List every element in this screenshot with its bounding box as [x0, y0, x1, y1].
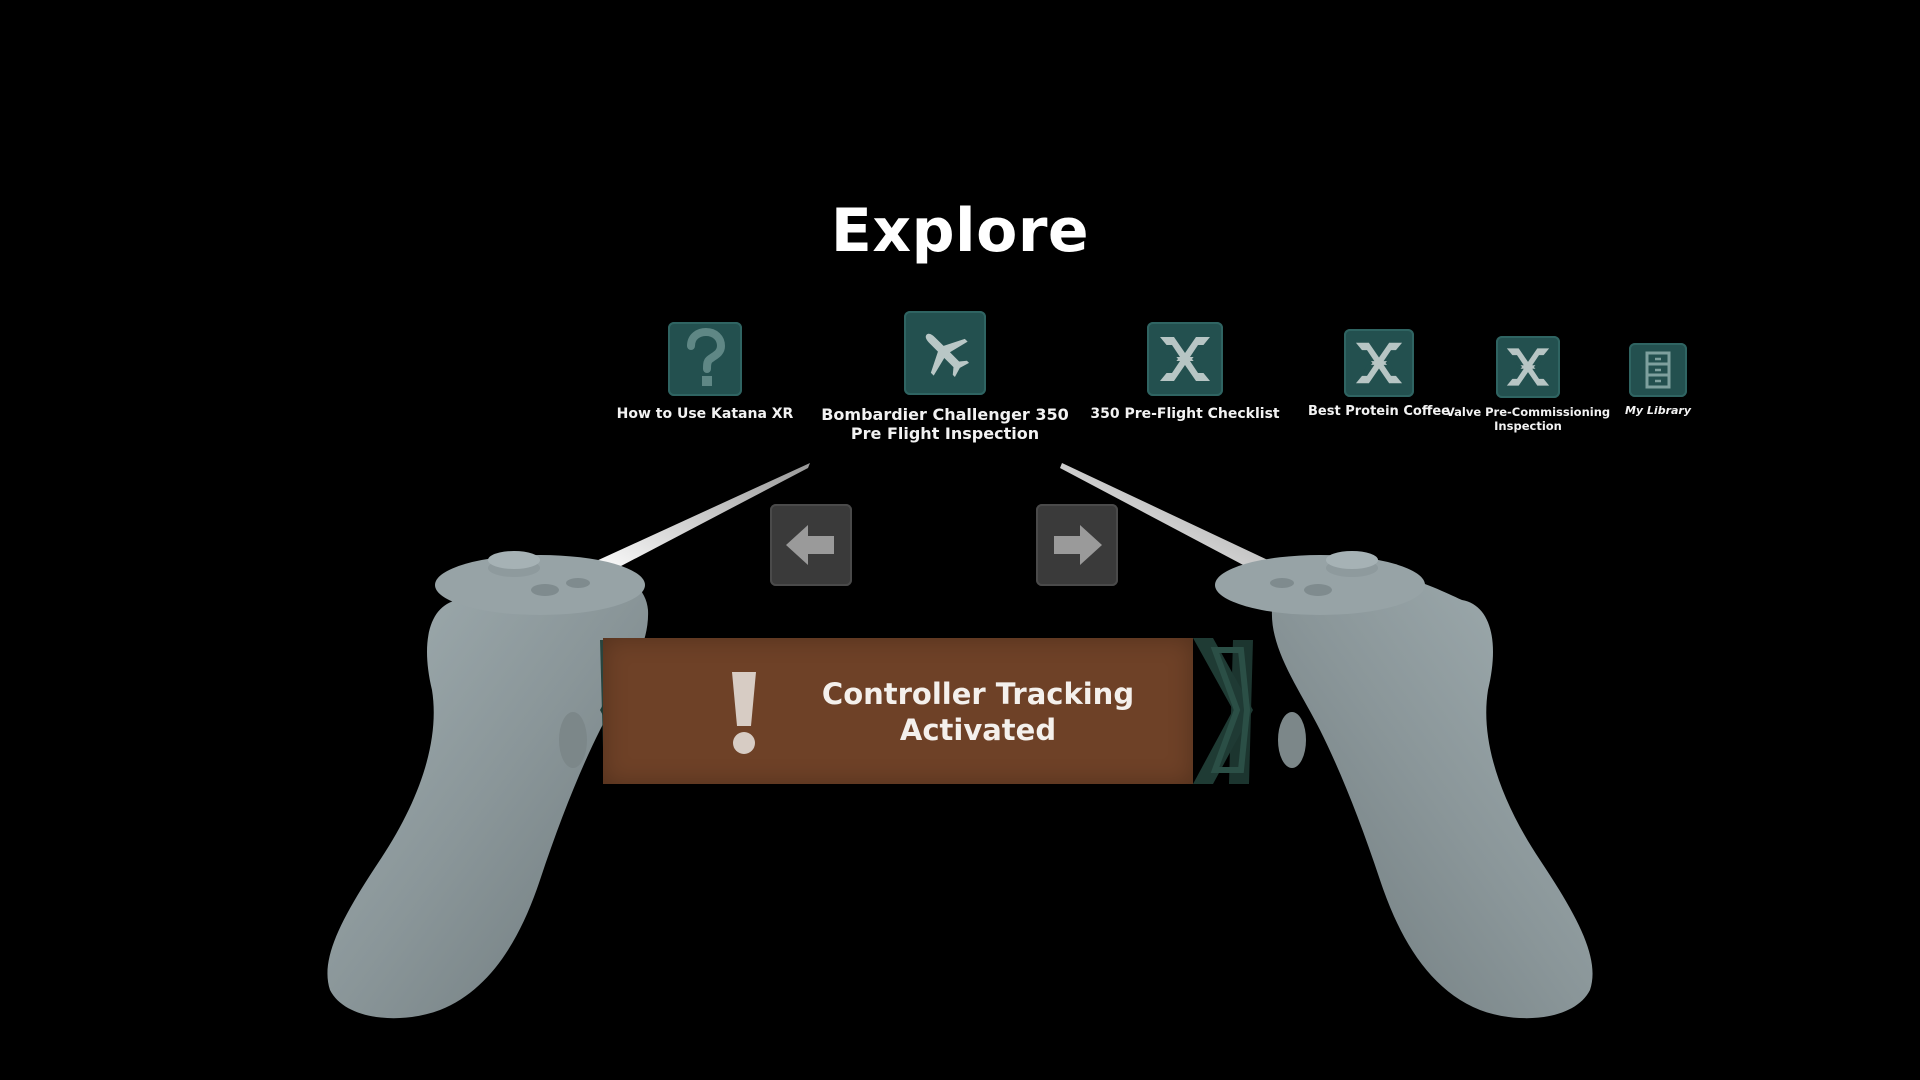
left-pointer-ray: [594, 463, 810, 576]
app-label-line-1: Bombardier Challenger 350: [821, 405, 1069, 424]
app-label-line-1: Valve Pre-Commissioning: [1445, 405, 1611, 419]
app-tile-valve-inspection[interactable]: Valve Pre-Commissioning Inspection: [1446, 336, 1610, 434]
exclamation-icon: [732, 672, 756, 754]
question-icon: [668, 322, 742, 396]
app-tile-my-library[interactable]: My Library: [1610, 343, 1706, 417]
katana-logo-icon: [1147, 322, 1223, 396]
app-label: My Library: [1624, 404, 1692, 417]
app-label: 350 Pre-Flight Checklist: [1090, 406, 1280, 422]
arrow-right-icon: [1054, 525, 1102, 565]
app-label-line-2: Inspection: [1494, 418, 1562, 433]
library-icon: [1629, 343, 1687, 397]
left-controller: [327, 551, 649, 1019]
app-label-line-2: Pre Flight Inspection: [850, 424, 1040, 444]
controller-tracking-notification: Controller Tracking Activated: [603, 638, 1193, 784]
app-label: How to Use Katana XR: [616, 406, 794, 422]
next-page-button[interactable]: [1036, 504, 1118, 586]
katana-logo-icon: [1344, 329, 1414, 397]
app-label: Best Protein Coffee: [1308, 404, 1450, 419]
right-pointer-ray: [1060, 463, 1272, 576]
app-tile-best-protein-coffee[interactable]: Best Protein Coffee: [1297, 329, 1461, 420]
notification-line-1: Controller Tracking: [821, 677, 1135, 711]
notification-message: Controller Tracking Activated: [763, 676, 1193, 748]
app-tile-how-to-use[interactable]: How to Use Katana XR: [600, 322, 810, 423]
arrow-left-icon: [786, 525, 834, 565]
app-tile-bombardier[interactable]: Bombardier Challenger 350 Pre Flight Ins…: [815, 311, 1075, 443]
katana-logo-icon: [1496, 336, 1560, 398]
right-controller: [1215, 551, 1593, 1019]
app-tile-350-checklist[interactable]: 350 Pre-Flight Checklist: [1080, 322, 1290, 423]
banner-right-bracket: [1193, 638, 1253, 784]
notification-line-2: Activated: [899, 713, 1057, 747]
page-title: Explore: [830, 196, 1090, 266]
airplane-icon: [904, 311, 986, 395]
previous-page-button[interactable]: [770, 504, 852, 586]
